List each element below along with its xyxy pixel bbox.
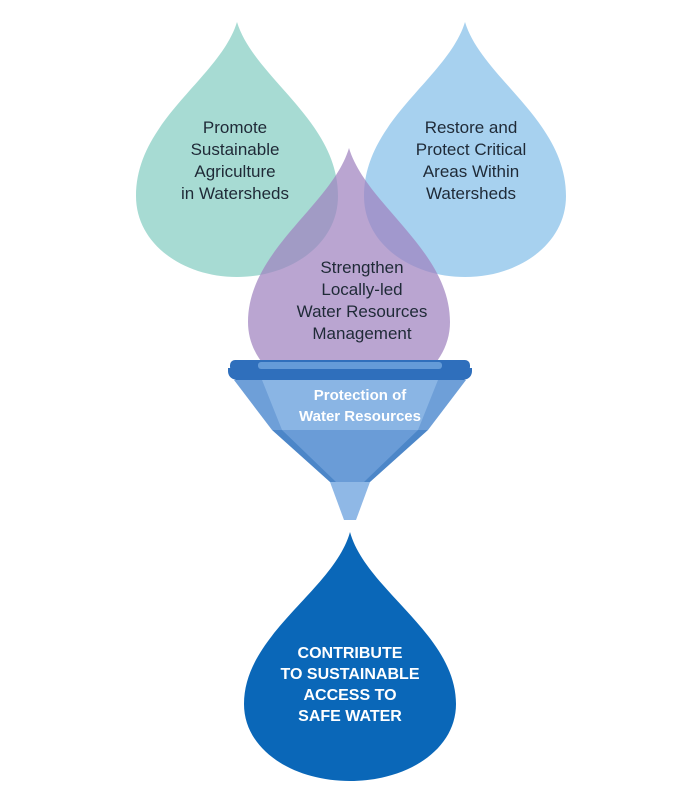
blue-drop-line: Areas Within <box>422 162 520 181</box>
funnel-cone-lower-light <box>282 430 418 482</box>
blue-drop-shape <box>364 22 566 277</box>
blue-drop-line: Watersheds <box>425 184 517 203</box>
outcome-drop-label: CONTRIBUTE TO SUSTAINABLE ACCESS TO SAFE… <box>240 643 460 727</box>
purple-drop-line: Locally-led <box>321 280 403 299</box>
green-drop-line: in Watersheds <box>180 184 290 203</box>
blue-drop-label: Restore and Protect Critical Areas Withi… <box>376 117 566 205</box>
funnel-spout <box>330 482 370 520</box>
outcome-drop-shape <box>244 532 456 781</box>
purple-drop-line: Water Resources <box>296 302 428 321</box>
green-drop-line: Sustainable <box>190 140 280 159</box>
green-drop-shape <box>136 22 338 277</box>
green-drop-label: Promote Sustainable Agriculture in Water… <box>150 117 320 205</box>
blue-drop-line: Protect Critical <box>415 140 527 159</box>
purple-drop-label: Strengthen Locally-led Water Resources M… <box>262 257 462 345</box>
funnel-cone-upper-light <box>262 380 438 430</box>
purple-drop-shape <box>248 148 450 400</box>
blue-drop-line: Restore and <box>424 118 518 137</box>
outcome-line: SAFE WATER <box>298 708 402 725</box>
purple-drop-line: Management <box>312 324 412 343</box>
funnel-rim-highlight <box>258 362 442 369</box>
outcome-line: CONTRIBUTE <box>297 645 403 662</box>
funnel-label: Protection of Water Resources <box>250 385 470 427</box>
purple-drop-line: Strengthen <box>320 258 404 277</box>
green-drop-line: Agriculture <box>194 162 276 181</box>
green-drop-line: Promote <box>202 118 268 137</box>
funnel-line: Water Resources <box>299 408 421 425</box>
outcome-line: TO SUSTAINABLE <box>280 666 420 683</box>
outcome-line: ACCESS TO <box>303 687 397 704</box>
funnel <box>228 360 472 520</box>
funnel-line: Protection of <box>313 387 407 404</box>
